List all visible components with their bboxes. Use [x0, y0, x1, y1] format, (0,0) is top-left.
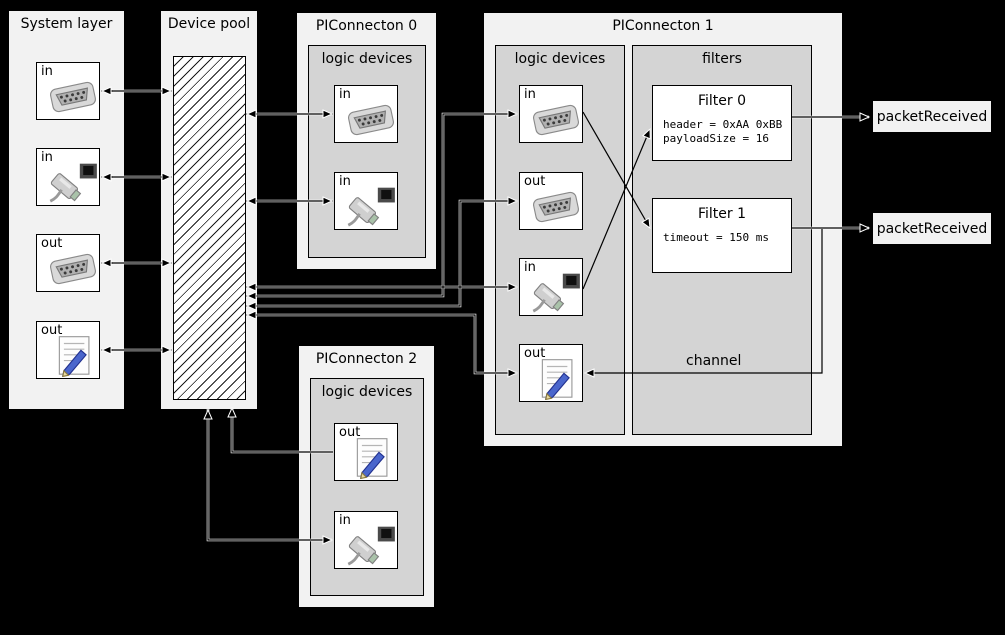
serial-connector-icon: [346, 99, 396, 141]
device-label: out: [339, 425, 361, 440]
filters-title: filters: [702, 51, 742, 67]
filter-0-param-header: header = 0xAA 0xBB: [663, 118, 783, 131]
system-device-in-serial: in: [36, 62, 100, 120]
filter-0-param-payload: payloadSize = 16: [663, 132, 769, 145]
device-label: out: [41, 323, 63, 338]
logic-devices-title: logic devices: [514, 51, 606, 67]
device-label: in: [339, 87, 351, 102]
logic-devices-title: logic devices: [321, 51, 413, 67]
device-label: in: [339, 174, 351, 189]
pic1-device-in-ethernet: in: [519, 258, 583, 316]
pic1-device-out-script: out: [519, 344, 583, 402]
system-layer-title: System layer: [20, 16, 113, 32]
packet-received-label: packetReceived: [876, 220, 988, 237]
device-label: in: [41, 64, 53, 79]
device-label: out: [524, 346, 546, 361]
piconnecton0-title: PIConnecton 0: [315, 18, 418, 34]
ethernet-connector-icon: [531, 272, 581, 314]
filter-1-param-timeout: timeout = 150 ms: [663, 231, 769, 244]
piconnecton2-title: PIConnecton 2: [315, 351, 418, 367]
filter-0-title: Filter 0: [697, 93, 747, 109]
ethernet-connector-icon: [346, 186, 396, 228]
pic0-device-in-ethernet: in: [334, 172, 398, 230]
packet-received-box-0: packetReceived: [872, 100, 992, 133]
logic-devices-title: logic devices: [321, 384, 413, 400]
serial-connector-icon: [531, 186, 581, 228]
piconnecton1-title: PIConnecton 1: [612, 18, 714, 34]
channel-label: channel: [686, 353, 742, 369]
device-label: out: [41, 236, 63, 251]
filter-1-box: Filter 1 timeout = 150 ms: [652, 198, 792, 273]
ethernet-connector-icon: [48, 162, 98, 204]
packet-received-label: packetReceived: [876, 108, 988, 125]
pic1-device-out-serial: out: [519, 172, 583, 230]
pic0-device-in-serial: in: [334, 85, 398, 143]
filter-1-title: Filter 1: [697, 206, 747, 222]
script-file-icon: [346, 437, 396, 479]
device-label: in: [41, 150, 53, 165]
device-label: out: [524, 174, 546, 189]
pic1-device-in-serial: in: [519, 85, 583, 143]
system-device-out-serial: out: [36, 234, 100, 292]
script-file-icon: [48, 335, 98, 377]
pic2-device-out-script: out: [334, 423, 398, 481]
device-pool-title: Device pool: [167, 16, 251, 32]
device-pool-hatch: [173, 56, 246, 400]
packet-received-box-1: packetReceived: [872, 212, 992, 245]
ethernet-connector-icon: [346, 525, 396, 567]
system-device-out-script: out: [36, 321, 100, 379]
device-label: in: [524, 260, 536, 275]
serial-connector-icon: [531, 99, 581, 141]
filter-0-box: Filter 0 header = 0xAA 0xBB payloadSize …: [652, 85, 792, 161]
serial-connector-icon: [48, 248, 98, 290]
script-file-icon: [531, 358, 581, 400]
device-label: in: [524, 87, 536, 102]
system-device-in-ethernet: in: [36, 148, 100, 206]
pic2-device-in-ethernet: in: [334, 511, 398, 569]
device-label: in: [339, 513, 351, 528]
serial-connector-icon: [48, 76, 98, 118]
